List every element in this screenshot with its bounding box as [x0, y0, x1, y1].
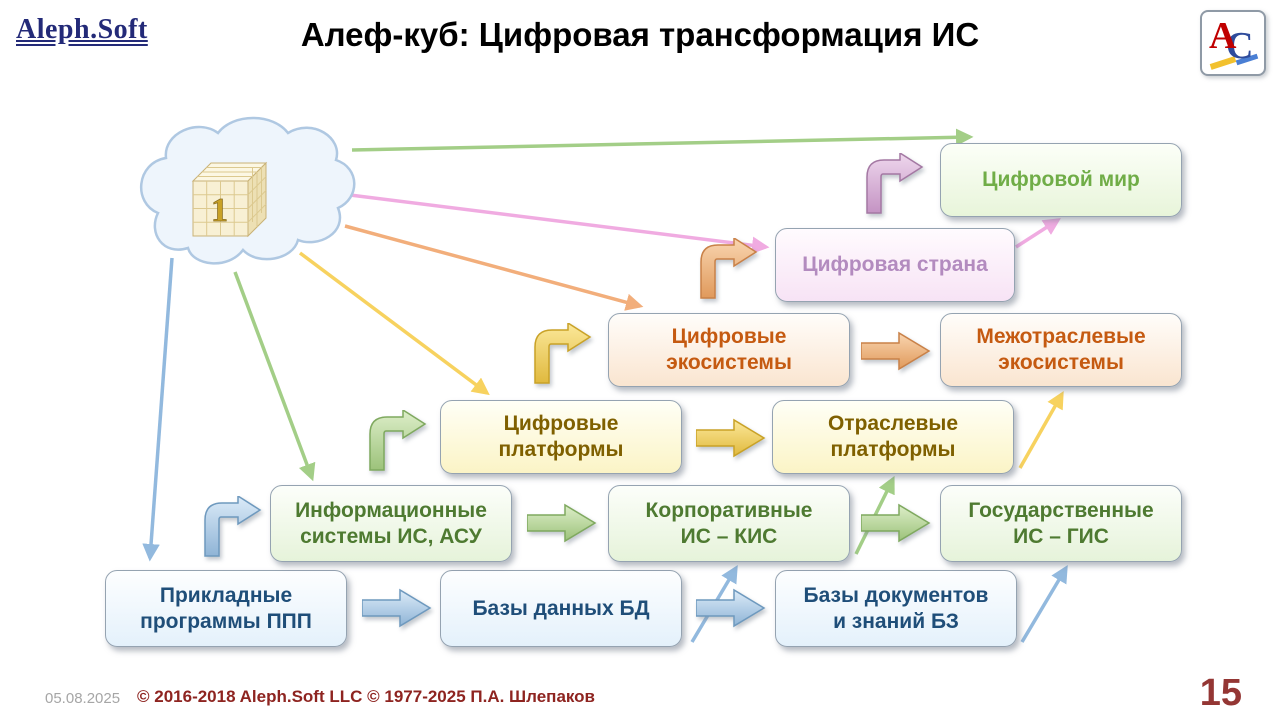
right-arrow-blue-2	[696, 588, 766, 628]
right-arrow-green-2	[861, 503, 931, 543]
aleph-cube-icon: 1	[191, 161, 268, 238]
box-document-bases: Базы документов и знаний БЗ	[775, 570, 1017, 647]
aleph-soft-logo: Aleph.Soft	[16, 14, 148, 45]
right-arrow-orange	[861, 331, 931, 371]
page-number: 15	[1199, 672, 1242, 714]
bent-arrow-purple	[866, 153, 924, 214]
badge-letter-c: С	[1226, 25, 1254, 67]
cloud-to-infosystems-arrow	[233, 271, 316, 482]
box-state-is: Государственные ИС – ГИС	[940, 485, 1182, 562]
box-digital-world: Цифровой мир	[940, 143, 1182, 217]
right-arrow-blue-1	[362, 588, 432, 628]
box-databases: Базы данных БД	[440, 570, 682, 647]
box-cross-industry-ecosystems: Межотраслевые экосистемы	[940, 313, 1182, 387]
right-arrow-green-1	[527, 503, 597, 543]
box-corporate-is: Корпоративные ИС – КИС	[608, 485, 850, 562]
industry-platforms-to-ecosystems-arrow	[1018, 390, 1064, 469]
aleph-cube-cloud: 1	[140, 116, 356, 265]
box-applied-programs: Прикладные программы ППП	[105, 570, 347, 647]
box-information-systems: Информационные системы ИС, АСУ	[270, 485, 512, 562]
bent-arrow-gold	[534, 323, 592, 384]
docbases-to-state-arrow	[1020, 564, 1068, 643]
page-title: Алеф-куб: Цифровая трансформация ИС	[300, 16, 980, 53]
bent-arrow-green	[369, 410, 427, 471]
box-industry-platforms: Отраслевые платформы	[772, 400, 1014, 474]
bent-arrow-orange	[700, 238, 758, 299]
copyright-text: © 2016-2018 Aleph.Soft LLC © 1977-2025 П…	[137, 687, 596, 706]
box-digital-country: Цифровая страна	[775, 228, 1015, 302]
box-digital-platforms: Цифровые платформы	[440, 400, 682, 474]
bent-arrow-blue	[204, 496, 262, 557]
country-to-world-arrow	[1015, 218, 1061, 249]
cube-number-label: 1	[211, 192, 228, 229]
right-arrow-gold	[696, 418, 766, 458]
company-badge: А С	[1200, 10, 1266, 76]
cloud-to-ecosystems-arrow	[344, 224, 644, 311]
cloud-to-digital-world-arrow	[351, 128, 974, 152]
badge-letter-a: А	[1209, 15, 1237, 57]
box-digital-ecosystems: Цифровые экосистемы	[608, 313, 850, 387]
cloud-to-applications-arrow	[142, 257, 174, 562]
slide-date: 05.08.2025	[45, 690, 121, 707]
